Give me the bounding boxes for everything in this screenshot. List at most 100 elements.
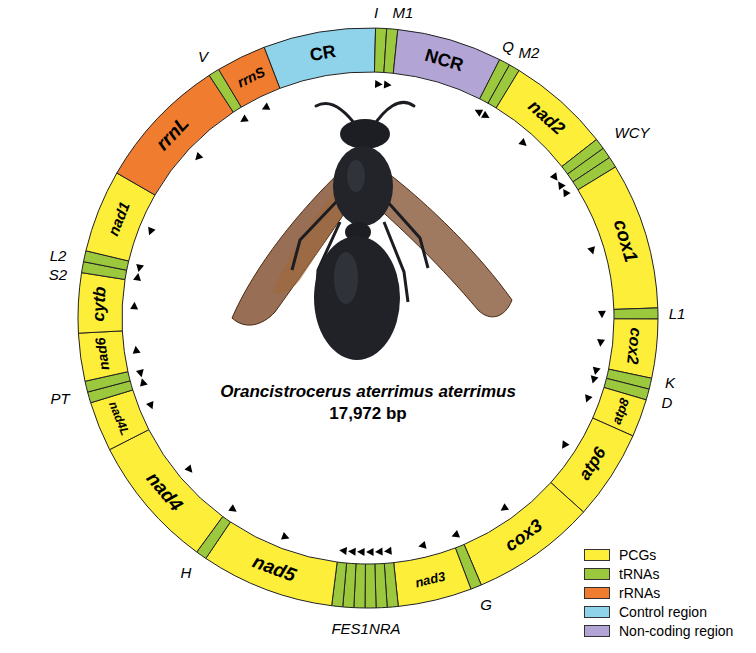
gene-name: CR <box>308 42 337 66</box>
gene-name: NCR <box>422 46 465 76</box>
legend-text: PCGs <box>619 547 656 563</box>
strand-arrow <box>384 81 392 90</box>
trna-label: FES1NRA <box>331 620 400 637</box>
ring-segment <box>78 273 125 334</box>
gene-segment: cox1 <box>608 217 640 264</box>
gene-segment: atp8 <box>606 395 632 426</box>
strand-arrow <box>146 401 156 411</box>
strand-arrow <box>339 546 347 555</box>
strand-arrow <box>138 377 148 386</box>
legend-row: Control region <box>584 602 733 621</box>
legend-swatch <box>584 587 610 599</box>
strand-arrow <box>559 440 570 451</box>
gene-name: nad3 <box>414 569 447 590</box>
strand-arrow <box>375 548 383 556</box>
legend-row: PCGs <box>584 545 733 564</box>
gene-segment: rrnS <box>234 63 268 92</box>
trna-label: D <box>662 394 673 411</box>
wasp-illustration <box>232 102 512 360</box>
strand-arrow <box>135 264 144 273</box>
gene-segment: cytb <box>90 286 110 322</box>
gene-name: nad4 <box>142 468 187 515</box>
strand-arrow <box>133 272 142 281</box>
gene-segment: nad3 <box>413 566 447 591</box>
leg <box>386 200 428 268</box>
strand-arrow <box>130 302 138 310</box>
gene-segment: nad4 <box>142 468 187 515</box>
ring-segment <box>609 319 658 378</box>
trna-label: PT <box>50 390 69 407</box>
trna-label: H <box>181 564 192 581</box>
ring-segment <box>264 28 376 88</box>
wasp-sheen <box>347 160 365 192</box>
legend-swatch <box>584 568 610 580</box>
species-label: 17,972 bp <box>329 404 407 424</box>
trna-label: WCY <box>615 124 650 141</box>
trna-label: V <box>198 48 208 65</box>
legend: PCGstRNAsrRNAsControl regionNon-coding r… <box>584 545 733 640</box>
strand-arrow <box>366 548 374 556</box>
strand-arrow <box>357 548 365 556</box>
gene-segment: NCR <box>422 46 465 76</box>
strand-arrow <box>591 367 600 376</box>
species-label: Orancistrocerus aterrimus aterrimus <box>220 382 516 402</box>
legend-text: rRNAs <box>619 585 660 601</box>
gene-name: rrnS <box>235 65 268 91</box>
ring-segment <box>365 564 376 608</box>
trna-label: L2 <box>50 247 67 264</box>
strand-arrow <box>598 311 606 319</box>
trna-label: S2 <box>49 266 67 283</box>
ring-segment <box>578 167 658 310</box>
gene-name: nad4L <box>105 400 130 438</box>
gene-name: cox1 <box>608 217 640 264</box>
wasp-thorax <box>333 146 393 226</box>
gene-name: cox2 <box>624 327 645 365</box>
trna-label: L1 <box>669 305 686 322</box>
ring-segment <box>78 331 128 381</box>
strand-arrow <box>281 532 291 542</box>
gene-segment: CR <box>308 42 337 66</box>
ring-segment <box>464 483 583 585</box>
gene-name: rrnL <box>153 113 194 155</box>
strand-arrow <box>518 138 529 149</box>
ring-segment <box>394 548 471 606</box>
legend-swatch <box>584 606 610 618</box>
gene-segment: nad2 <box>524 97 569 140</box>
ring-segment <box>206 522 337 606</box>
strand-arrow <box>192 152 203 163</box>
strand-arrow <box>555 179 566 190</box>
wasp-head <box>340 119 390 149</box>
strand-arrow <box>550 172 561 183</box>
strand-arrow <box>375 80 383 88</box>
gene-segment: cox3 <box>501 516 546 556</box>
strand-arrow <box>260 103 270 113</box>
strand-arrow <box>132 345 141 354</box>
gene-name: nad2 <box>524 97 569 140</box>
gene-segment: cox2 <box>624 327 646 365</box>
trna-label: Q <box>502 38 514 55</box>
gene-segment: nad5 <box>249 551 298 586</box>
strand-arrow <box>582 394 592 404</box>
genome-ring <box>78 28 658 608</box>
strand-arrow <box>587 246 597 255</box>
legend-text: Control region <box>619 604 707 620</box>
gene-name: nad5 <box>249 551 298 586</box>
trna-label: M2 <box>519 44 540 61</box>
ring-segment <box>219 47 280 107</box>
ring-segment <box>393 30 499 99</box>
strand-arrow <box>450 530 460 540</box>
gene-segment: rrnL <box>153 113 194 155</box>
legend-row: Non-coding region <box>584 621 733 640</box>
strand-arrow <box>596 339 605 347</box>
ring-segment <box>614 308 658 319</box>
strand-arrow <box>384 547 392 556</box>
trna-label: M1 <box>393 4 414 21</box>
trna-label: K <box>665 374 675 391</box>
trna-label: I <box>374 4 378 21</box>
gene-segment: nad6 <box>91 337 113 372</box>
strand-arrow <box>473 106 483 117</box>
strand-arrow <box>348 547 356 555</box>
strand-arrows <box>130 80 606 556</box>
wasp-abdomen <box>314 236 400 360</box>
